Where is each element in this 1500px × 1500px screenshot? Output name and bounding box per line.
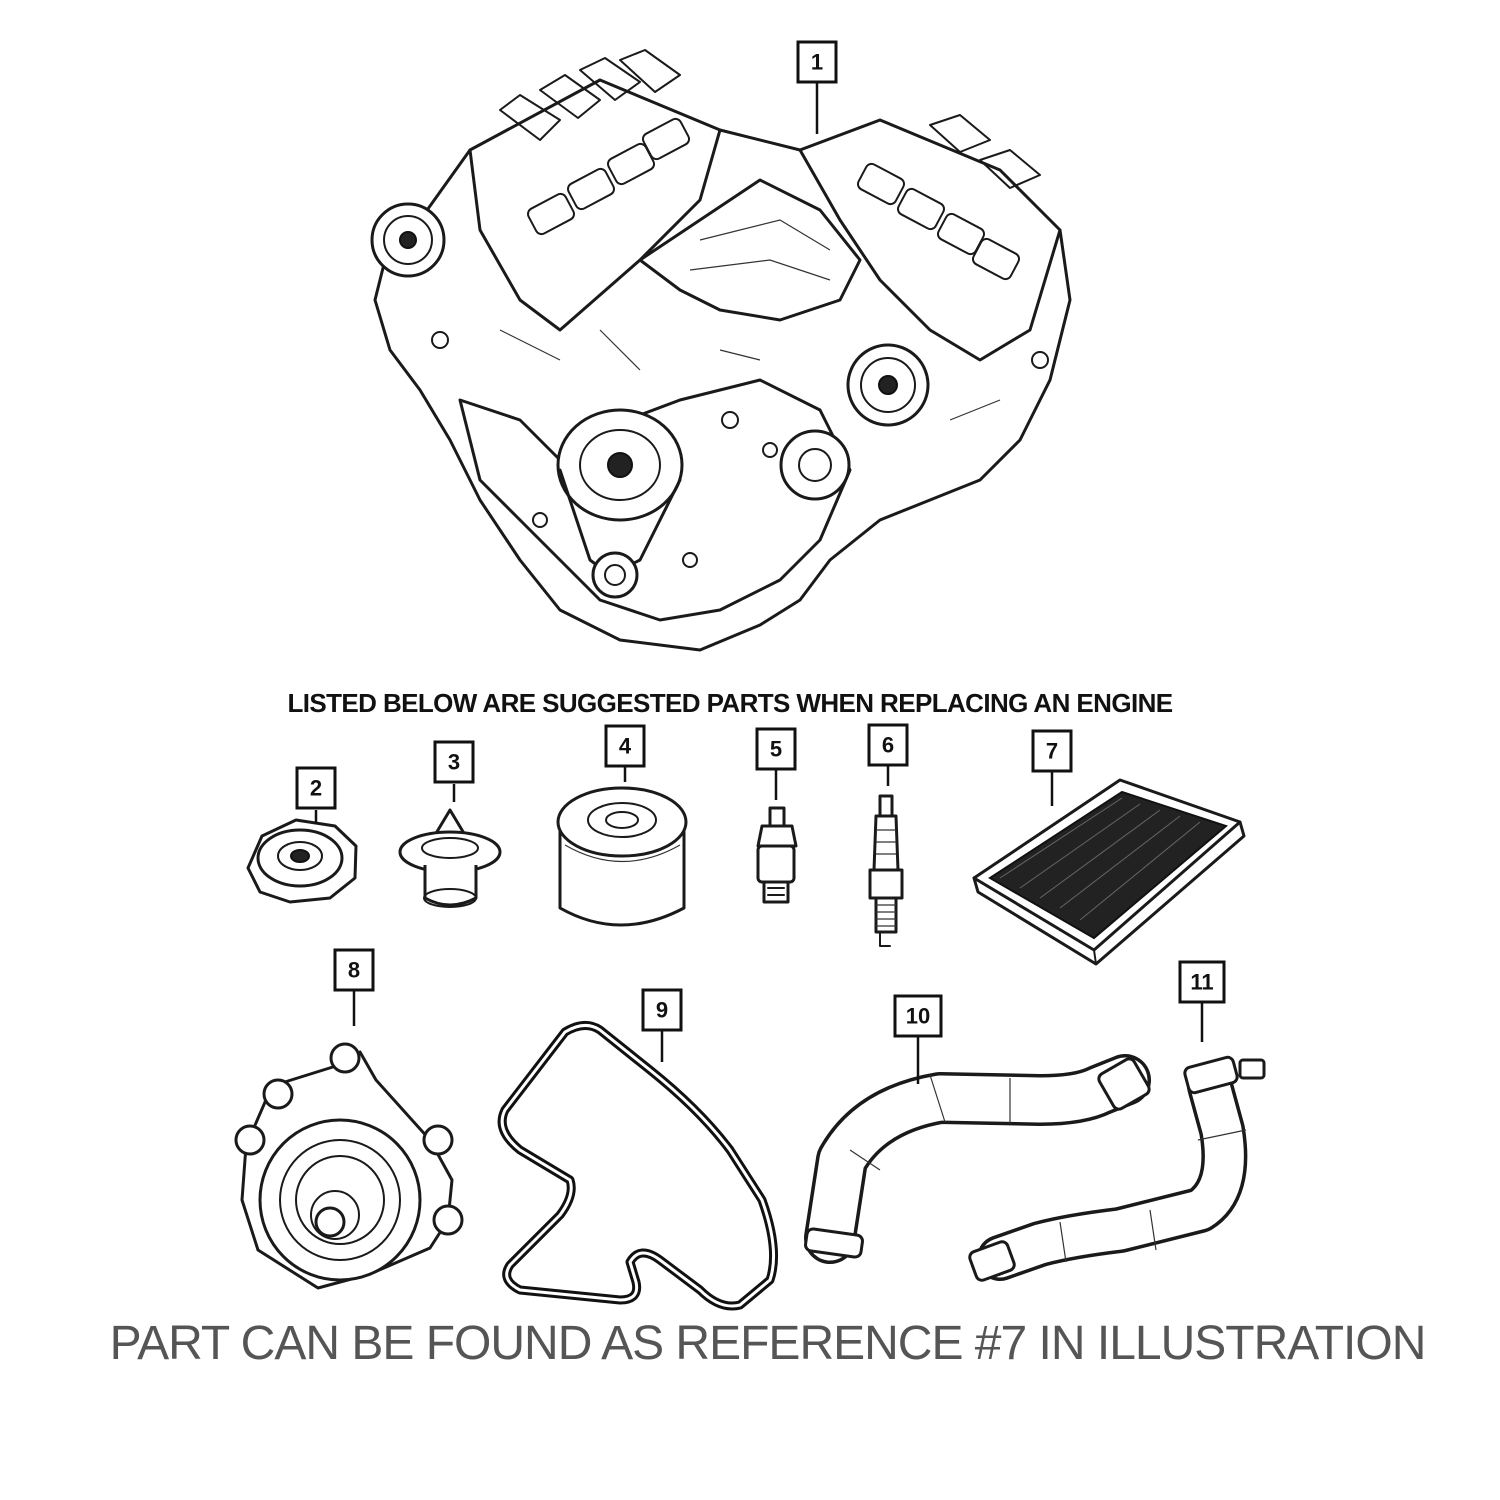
callout-2: 2: [295, 766, 337, 810]
reference-note: PART CAN BE FOUND AS REFERENCE #7 IN ILL…: [109, 1317, 1427, 1370]
callout-4: 4: [604, 724, 646, 768]
callout-9: 9: [641, 988, 683, 1032]
callout-number: 6: [882, 733, 894, 758]
callout-6: 6: [867, 723, 909, 767]
callout-number: 2: [310, 776, 322, 801]
water-pump-icon: [234, 1042, 464, 1290]
callout-5: 5: [755, 727, 797, 771]
callout-11: 11: [1178, 960, 1226, 1004]
oil-filter-icon: [556, 786, 688, 927]
callout-3: 3: [433, 740, 475, 784]
callout-number: 10: [906, 1004, 930, 1029]
callout-1: 1: [796, 40, 838, 84]
radiator-hose-icon: [804, 1054, 1151, 1264]
callout-number: 9: [656, 998, 668, 1023]
thermostat-icon: [398, 808, 502, 908]
callout-number: 7: [1046, 739, 1058, 764]
spark-plug-icon: [868, 794, 904, 947]
callout-number: 4: [619, 734, 632, 759]
serpentine-belt-icon: [497, 1021, 779, 1311]
callout-number: 3: [448, 750, 460, 775]
radiator-hose-icon: [968, 1055, 1266, 1282]
callout-number: 11: [1190, 970, 1213, 995]
callout-7: 7: [1031, 729, 1073, 773]
engine-block-icon: [370, 49, 1072, 652]
callout-number: 8: [348, 958, 360, 983]
sensor-icon: [756, 806, 798, 904]
callout-8: 8: [333, 948, 375, 992]
radiator-cap-icon: [246, 818, 358, 904]
suggested-parts-heading: LISTED BELOW ARE SUGGESTED PARTS WHEN RE…: [287, 688, 1174, 718]
callout-10: 10: [893, 994, 943, 1038]
air-filter-icon: [972, 778, 1246, 966]
callout-number: 5: [770, 737, 782, 762]
callout-number: 1: [811, 50, 823, 75]
